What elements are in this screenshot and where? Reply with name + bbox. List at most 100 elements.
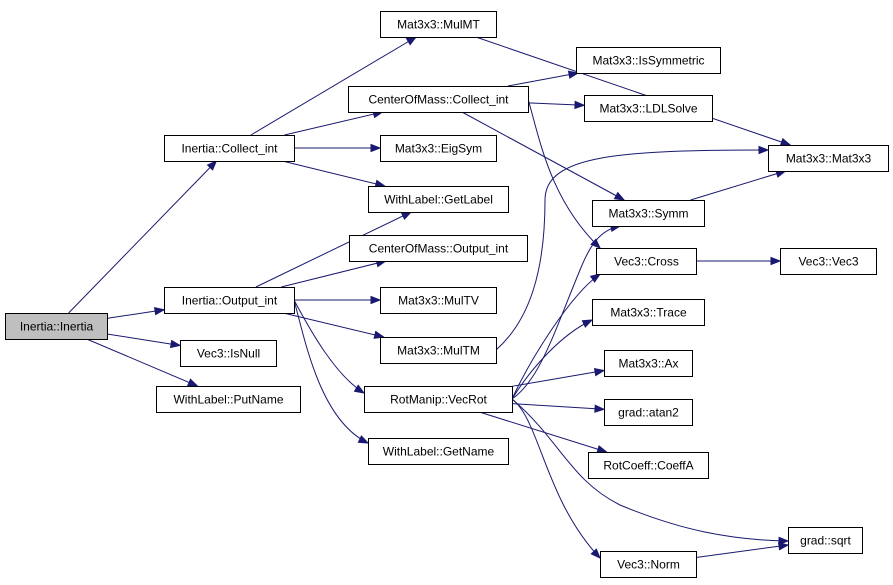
node-box — [364, 386, 513, 413]
node-box — [604, 350, 693, 377]
edge-n12-n19 — [511, 367, 606, 387]
node-box — [584, 95, 713, 122]
node-grad-sqrt[interactable]: grad::sqrt — [788, 527, 863, 554]
node-inertia-collect-int[interactable]: Inertia::Collect_int — [164, 135, 295, 162]
node-vec3-vec3[interactable]: Vec3::Vec3 — [780, 248, 877, 275]
node-mat3x3-mat3x3[interactable]: Mat3x3::Mat3x3 — [768, 145, 889, 172]
node-label: WithLabel::GetName — [383, 445, 495, 459]
edge-n12-n17 — [511, 273, 602, 400]
edge-n6-n17 — [527, 98, 601, 249]
edge-n2-n13 — [293, 299, 370, 444]
arrowhead — [593, 367, 606, 377]
node-label: CenterOfMass::Collect_int — [368, 93, 509, 107]
node-box — [780, 248, 877, 275]
edge-n12-n18 — [511, 319, 594, 400]
node-rotcoeff-coeffa[interactable]: RotCoeff::CoeffA — [588, 452, 709, 479]
node-label: WithLabel::PutName — [173, 393, 283, 407]
arrowhead — [567, 70, 580, 79]
node-label: Inertia::Output_int — [182, 294, 278, 308]
arrowhead — [758, 145, 770, 155]
arrowhead — [405, 36, 418, 46]
node-mat3x3-ax[interactable]: Mat3x3::Ax — [604, 350, 693, 377]
arrowhead — [153, 306, 166, 316]
node-box — [604, 399, 693, 426]
node-label: Mat3x3::MulTM — [397, 344, 480, 358]
node-label: Inertia::Inertia — [20, 320, 94, 334]
node-label: Mat3x3::MulMT — [397, 18, 480, 32]
edge-n11-n23 — [495, 145, 770, 351]
edge-n0-n2 — [106, 306, 166, 319]
edge-n16-n23 — [690, 169, 787, 201]
node-label: Vec3::Vec3 — [798, 255, 858, 269]
edge-n1-n8 — [282, 160, 387, 188]
node-mat3x3-symm[interactable]: Mat3x3::Symm — [592, 200, 705, 227]
edge-n12-n20 — [511, 403, 606, 413]
node-withlabel-getlabel[interactable]: WithLabel::GetLabel — [368, 186, 509, 213]
arrowhead — [186, 378, 199, 387]
arrowhead — [779, 137, 792, 146]
node-box — [5, 313, 108, 340]
node-inertia-inertia[interactable]: Inertia::Inertia — [5, 313, 108, 340]
arrowhead — [770, 256, 782, 266]
edge-n2-n10 — [294, 295, 382, 305]
arrowhead — [594, 404, 606, 413]
node-box — [380, 337, 497, 364]
node-box — [380, 287, 497, 314]
node-label: Vec3::IsNull — [197, 347, 260, 361]
arrowhead — [373, 330, 386, 339]
node-box — [368, 186, 509, 213]
arrowhead — [353, 384, 366, 394]
arrowhead — [357, 435, 370, 444]
node-label: Mat3x3::Symm — [608, 207, 688, 221]
edge-n1-n7 — [294, 143, 382, 153]
edge-n0-n4 — [86, 338, 199, 387]
arrowhead — [206, 160, 218, 171]
node-box — [164, 135, 295, 162]
node-mat3x3-multm[interactable]: Mat3x3::MulTM — [380, 337, 497, 364]
node-label: Mat3x3::LDLSolve — [599, 102, 697, 116]
node-mat3x3-ldlsolve[interactable]: Mat3x3::LDLSolve — [584, 95, 713, 122]
node-label: CenterOfMass::Output_int — [369, 242, 509, 256]
node-mat3x3-trace[interactable]: Mat3x3::Trace — [592, 299, 705, 326]
edge-n0-n1 — [68, 160, 218, 314]
edge-n1-n6 — [284, 110, 384, 136]
node-vec3-norm[interactable]: Vec3::Norm — [600, 551, 697, 578]
node-rotmanip-vecrot[interactable]: RotManip::VecRot — [364, 386, 513, 413]
node-box — [349, 235, 528, 262]
edge-n6-n16 — [461, 111, 626, 201]
node-mat3x3-multv[interactable]: Mat3x3::MulTV — [380, 287, 497, 314]
node-withlabel-getname[interactable]: WithLabel::GetName — [368, 438, 509, 465]
edge-n0-n3 — [106, 333, 182, 349]
edge-n2-n12 — [293, 299, 366, 394]
node-label: Mat3x3::MulTV — [398, 294, 479, 308]
node-label: Mat3x3::IsSymmetric — [592, 54, 704, 68]
node-mat3x3-issymmetric[interactable]: Mat3x3::IsSymmetric — [576, 47, 721, 74]
node-vec3-isnull[interactable]: Vec3::IsNull — [180, 340, 277, 367]
edge-n6-n15 — [527, 100, 586, 110]
arrowhead — [613, 191, 626, 201]
node-label: Mat3x3::EigSym — [395, 142, 482, 156]
node-grad-atan2[interactable]: grad::atan2 — [604, 399, 693, 426]
node-mat3x3-mulmt[interactable]: Mat3x3::MulMT — [380, 11, 497, 38]
node-box — [156, 386, 301, 413]
edge-n12-n22 — [511, 398, 601, 560]
arrowhead — [370, 143, 382, 153]
node-box — [596, 248, 697, 275]
node-vec3-cross[interactable]: Vec3::Cross — [596, 248, 697, 275]
node-box — [380, 11, 497, 38]
node-label: Mat3x3::Trace — [610, 306, 687, 320]
node-mat3x3-eigsym[interactable]: Mat3x3::EigSym — [380, 135, 497, 162]
arrowhead — [589, 273, 602, 283]
node-box — [592, 299, 705, 326]
arrowhead — [169, 339, 182, 349]
nodes-layer: Inertia::Inertia Inertia::Collect_intIner… — [5, 11, 889, 578]
node-box — [164, 287, 295, 314]
node-inertia-output-int[interactable]: Inertia::Output_int — [164, 287, 295, 314]
node-centerofmass-collect-int[interactable]: CenterOfMass::Collect_int — [348, 86, 529, 113]
arrowhead — [778, 536, 790, 546]
node-withlabel-putname[interactable]: WithLabel::PutName — [156, 386, 301, 413]
arrowhead — [370, 295, 382, 305]
edge-n12-n25 — [511, 398, 790, 546]
node-centerofmass-output-int[interactable]: CenterOfMass::Output_int — [349, 235, 528, 262]
